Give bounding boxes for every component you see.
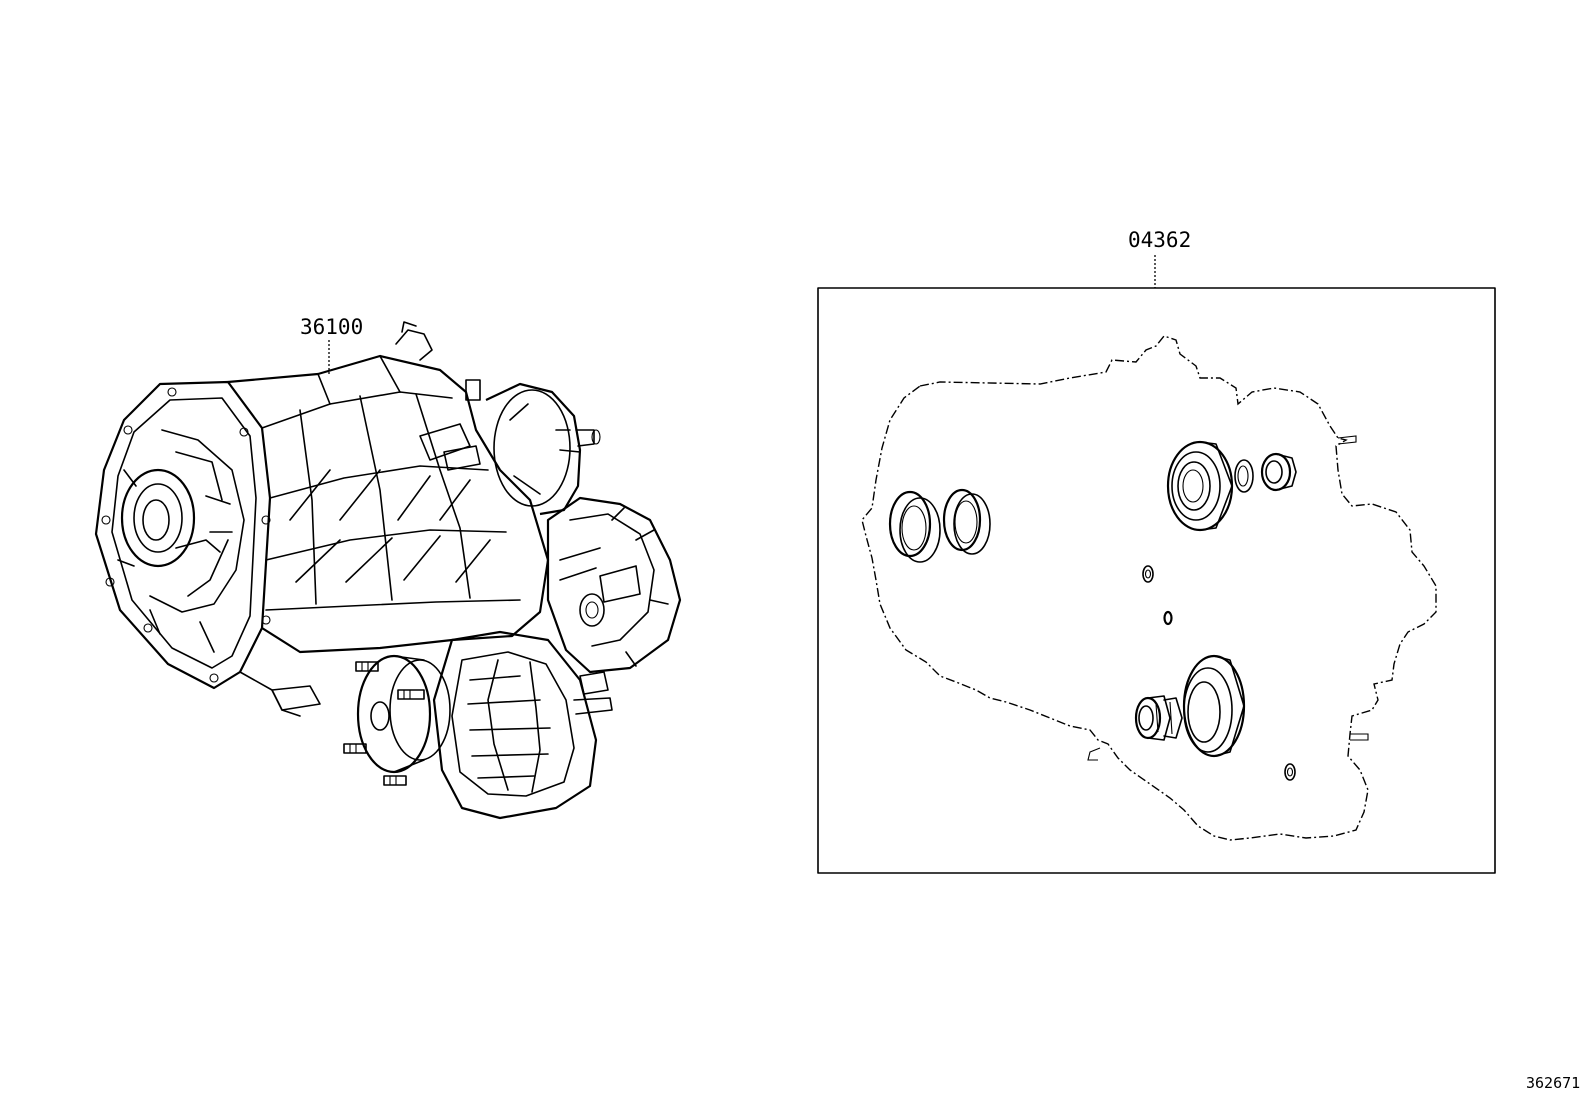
part-number-label: 36100 (300, 315, 363, 339)
gasket-and-seal-kit-icon (861, 335, 1437, 841)
figure-id-label: 362671 (1526, 1074, 1580, 1092)
transfer-case-assembly-icon (94, 321, 682, 820)
part-number-label: 04362 (1128, 228, 1191, 252)
gasket-kit-frame (817, 287, 1496, 874)
